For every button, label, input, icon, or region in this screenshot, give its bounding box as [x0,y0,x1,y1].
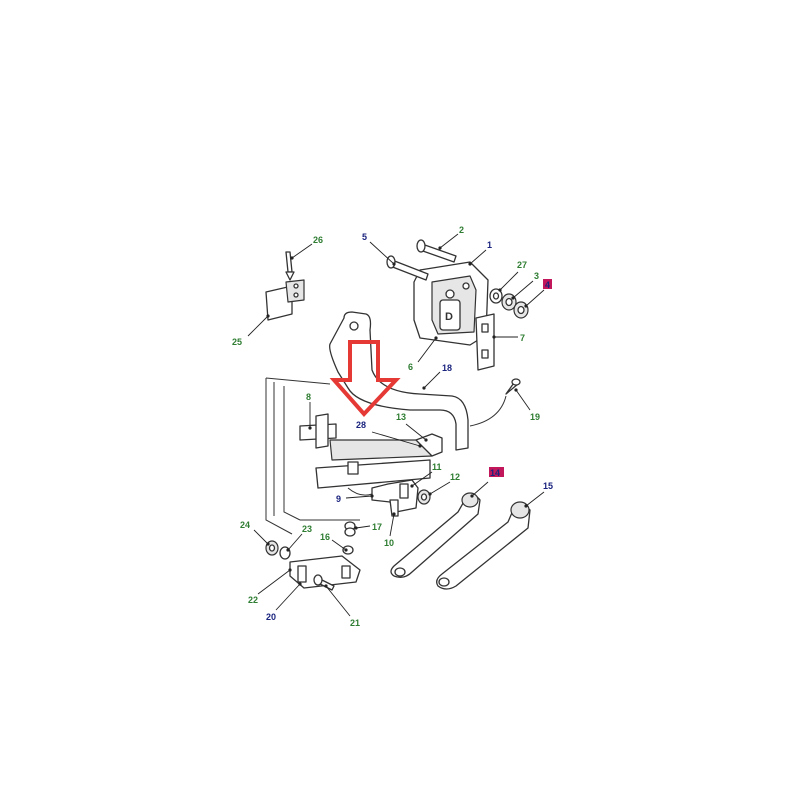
callout-28: 28 [356,420,366,430]
washer-17 [344,521,356,537]
bolt-5 [386,255,429,281]
bolt-2 [416,239,457,263]
handle-18 [329,311,469,451]
callout-10: 10 [384,538,394,548]
callout-14-highlight [489,467,504,477]
callout-14: 14 [490,468,500,478]
striker-plate [289,555,361,591]
callout-4-highlight [543,279,552,289]
callout-21: 21 [350,618,360,628]
callout-3: 3 [534,271,539,281]
callout-27: 27 [517,260,527,270]
plate-7 [475,313,495,371]
door-frame [265,377,360,535]
callout-26: 26 [313,235,323,245]
check-strap-14 [390,492,481,578]
callout-20: 20 [266,612,276,622]
bracket-25 [265,279,305,321]
callout-16: 16 [320,532,330,542]
pin-26 [285,251,295,281]
callout-2: 2 [459,225,464,235]
hinge-body: D [413,261,489,346]
callout-24: 24 [240,520,250,530]
callout-labels: 1 2 3 4 5 6 7 8 9 10 11 12 13 14 15 16 1… [232,225,553,628]
callout-19: 19 [530,412,540,422]
callout-7: 7 [520,333,525,343]
nut-4 [513,301,529,319]
callout-8: 8 [306,392,311,402]
callout-22: 22 [248,595,258,605]
latch-assembly [347,479,431,517]
callout-13: 13 [396,412,406,422]
callout-18: 18 [442,363,452,373]
callout-11: 11 [432,462,442,472]
callout-25: 25 [232,337,242,347]
callout-6: 6 [408,362,413,372]
washer-16 [342,545,354,555]
callout-5: 5 [362,232,367,242]
callout-4: 4 [545,280,550,290]
callout-1: 1 [487,240,492,250]
callout-15: 15 [543,481,553,491]
rod-28 [315,433,443,489]
check-strap-15 [436,501,531,590]
red-arrow [329,340,401,417]
wire-19 [469,378,521,427]
leader-lines [247,233,545,617]
svg-text:D: D [445,311,453,323]
callout-17: 17 [372,522,382,532]
callout-12: 12 [450,472,460,482]
washer-27 [489,288,503,304]
callout-23: 23 [302,524,312,534]
callout-9: 9 [336,494,341,504]
